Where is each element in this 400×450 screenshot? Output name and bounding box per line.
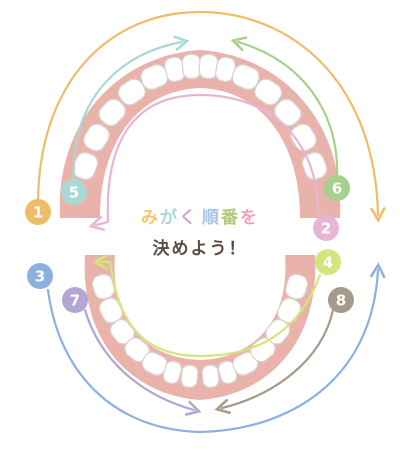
pink-arrow [96,93,320,225]
step-badge-4: 4 [315,249,341,275]
orange-arrow [36,10,378,215]
step-badge-3: 3 [27,263,53,289]
svg-text:2: 2 [321,220,331,238]
step-badge-7: 7 [62,287,88,313]
upper-tooth [254,78,283,106]
lower-teeth [91,273,309,389]
upper-tooth [231,64,260,91]
upper-tooth [290,123,317,152]
lower-tooth [162,360,183,385]
svg-text:8: 8 [336,292,346,310]
upper-teeth [72,53,328,181]
upper-tooth [274,98,302,127]
lower-tooth [201,364,220,389]
lower-tooth [180,364,199,389]
svg-text:3: 3 [35,268,45,286]
teal-arrow [72,42,182,182]
svg-text:5: 5 [69,184,79,202]
step-badge-6: 6 [324,175,350,201]
svg-text:6: 6 [332,180,342,198]
lower-jaw [84,255,316,400]
lower-tooth [285,273,309,300]
step-badge-8: 8 [328,287,354,313]
step-badge-1: 1 [25,199,51,225]
green-arrow [238,42,339,182]
step-badge-5: 5 [61,179,87,205]
blue-arrow [46,270,378,434]
center-title: みがく順番を 決めよう！ [141,207,259,259]
svg-text:7: 7 [70,292,80,310]
purple-arrow [83,308,194,410]
upper-tooth [181,53,202,80]
title-line-2: 決めよう！ [153,238,248,259]
svg-text:4: 4 [323,254,333,272]
svg-text:1: 1 [33,204,43,222]
lime-arrow [100,262,322,358]
upper-tooth [117,78,146,106]
upper-tooth [98,98,126,127]
upper-tooth [72,151,99,181]
step-badge-2: 2 [313,215,339,241]
upper-tooth [83,123,110,152]
brown-arrow [222,308,335,408]
title-line-1: みがく順番を [141,207,259,228]
upper-jaw [59,50,341,218]
